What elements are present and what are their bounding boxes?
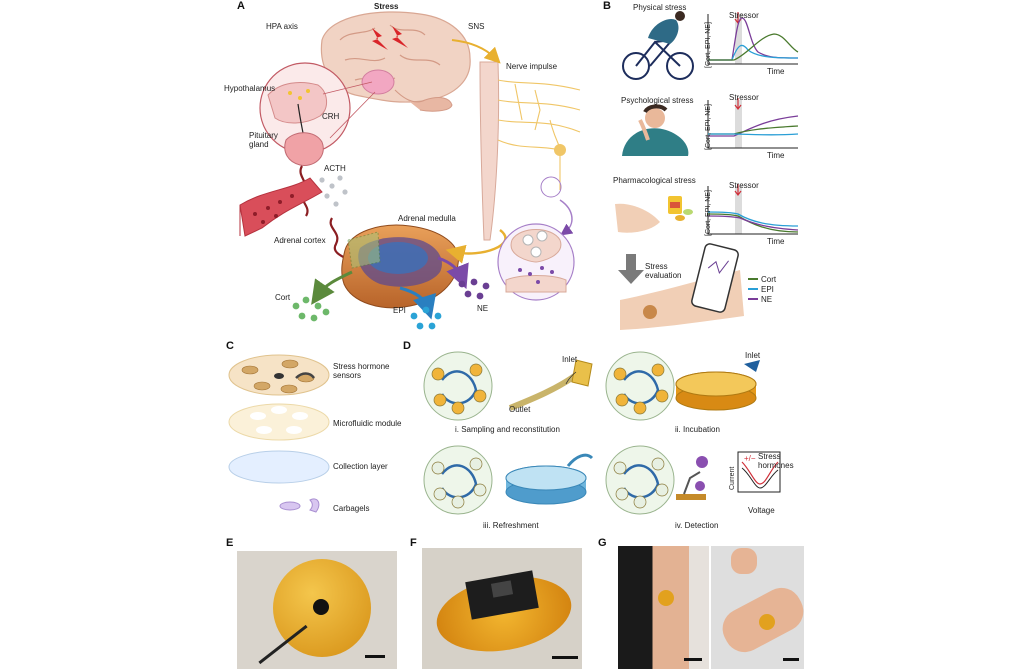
stressor-arrow-icon <box>734 98 742 110</box>
legend-epi: EPI <box>761 285 774 294</box>
pill-icon <box>615 196 693 233</box>
label-adrenal-cortex: Adrenal cortex <box>274 236 326 245</box>
panel-label-a: A <box>237 0 245 12</box>
label-voltage: Voltage <box>748 506 775 515</box>
lightning-icon <box>372 28 388 50</box>
label-plus-minus: +/− <box>744 454 756 463</box>
voltammogram <box>737 451 781 493</box>
panel-label-c: C <box>226 340 234 352</box>
chart-axes <box>707 186 798 235</box>
label-sns: SNS <box>468 22 485 31</box>
bicycle-icon <box>622 39 694 80</box>
photo-g-arm <box>618 546 709 669</box>
panel-label-f: F <box>410 537 417 549</box>
stressor-arrow-icon <box>734 184 742 196</box>
chart2-stressor: Stressor <box>729 93 759 102</box>
stress-chart-3 <box>707 184 799 235</box>
label-stress-hormone-sensors: Stress hormone sensors <box>333 362 390 381</box>
stress-chart-1 <box>707 12 799 65</box>
chart3-xlabel: Time <box>767 237 785 246</box>
label-outlet: Outlet <box>509 405 531 414</box>
photo-f <box>422 548 582 669</box>
label-step-1: i. Sampling and reconstitution <box>455 425 560 434</box>
smartphone-icon <box>691 243 739 313</box>
panel-label-e: E <box>226 537 234 549</box>
photo-g-forearm <box>711 546 804 669</box>
device-disc-1 <box>423 351 493 421</box>
chart2-xlabel: Time <box>767 151 785 160</box>
label-cort: Cort <box>275 293 291 302</box>
label-step-4: iv. Detection <box>675 521 719 530</box>
label-stress: Stress <box>374 2 399 11</box>
label-physical-stress: Physical stress <box>633 3 687 12</box>
scale-bar-f <box>552 656 578 659</box>
chart1-xlabel: Time <box>767 67 785 76</box>
curve-ne <box>708 115 799 137</box>
panel-label-d: D <box>403 340 411 352</box>
curve-cort <box>708 33 799 61</box>
label-epi: EPI <box>393 306 406 315</box>
label-hpa-axis: HPA axis <box>266 22 298 31</box>
chart2-ylabel: [Cort, EPI, NE] <box>705 104 712 150</box>
label-inlet-2: Inlet <box>745 351 761 360</box>
chart3-stressor: Stressor <box>729 181 759 190</box>
chart-axes <box>707 100 798 149</box>
label-collection-layer: Collection layer <box>333 462 388 471</box>
curve-epi <box>707 211 799 227</box>
panel-a-illustration <box>239 11 581 330</box>
stressor-band <box>735 14 742 64</box>
curve-epi <box>708 133 799 136</box>
curve-ne <box>707 215 799 231</box>
panel-b-illustration <box>615 11 758 330</box>
label-step-3: iii. Refreshment <box>483 521 539 530</box>
label-inlet-1: Inlet <box>562 355 578 364</box>
panel-label-b: B <box>603 0 611 12</box>
panel-label-g: G <box>598 537 607 549</box>
panel-c-illustration <box>228 354 330 513</box>
chart-axes <box>707 14 798 65</box>
label-current: Current <box>729 466 736 490</box>
panel-b-charts <box>707 12 799 235</box>
label-crh: CRH <box>322 112 340 121</box>
label-step-2: ii. Incubation <box>675 425 720 434</box>
label-hypothalamus: Hypothalamus <box>224 84 276 93</box>
label-adrenal-medulla: Adrenal medulla <box>398 214 456 223</box>
chart1-ylabel: [Cort, EPI, NE] <box>705 22 712 68</box>
label-psychological-stress: Psychological stress <box>621 96 694 105</box>
photo-e <box>237 551 397 669</box>
stressor-band <box>735 186 742 234</box>
label-pituitary: Pituitary gland <box>249 131 278 150</box>
label-microfluidic-module: Microfluidic module <box>333 419 402 428</box>
stressor-band <box>735 100 742 148</box>
label-stress-evaluation: Stress evaluation <box>645 262 682 281</box>
stress-chart-2 <box>707 98 799 149</box>
chart1-stressor: Stressor <box>729 11 759 20</box>
chart3-ylabel: [Cort, EPI, NE] <box>705 190 712 236</box>
panel-d-illustration <box>423 351 781 515</box>
legend-ne: NE <box>761 295 773 304</box>
curve-epi <box>708 44 799 61</box>
curve-cort <box>707 213 799 233</box>
stressed-person-icon <box>622 104 689 156</box>
device-disc-3 <box>423 445 493 515</box>
scale-bar-e <box>365 655 385 658</box>
device-disc-2 <box>605 351 675 421</box>
label-ne: NE <box>477 304 489 313</box>
label-nerve-impulse: Nerve impulse <box>506 62 558 71</box>
legend-cort: Cort <box>761 275 777 284</box>
device-disc-4 <box>605 445 675 515</box>
scale-bar-g1 <box>684 658 702 661</box>
scale-bar-g2 <box>783 658 799 661</box>
label-carbagels: Carbagels <box>333 504 370 513</box>
label-acth: ACTH <box>324 164 346 173</box>
label-stress-hormones: Stress hormones <box>758 452 794 471</box>
label-pharmacological-stress: Pharmacological stress <box>613 176 696 185</box>
